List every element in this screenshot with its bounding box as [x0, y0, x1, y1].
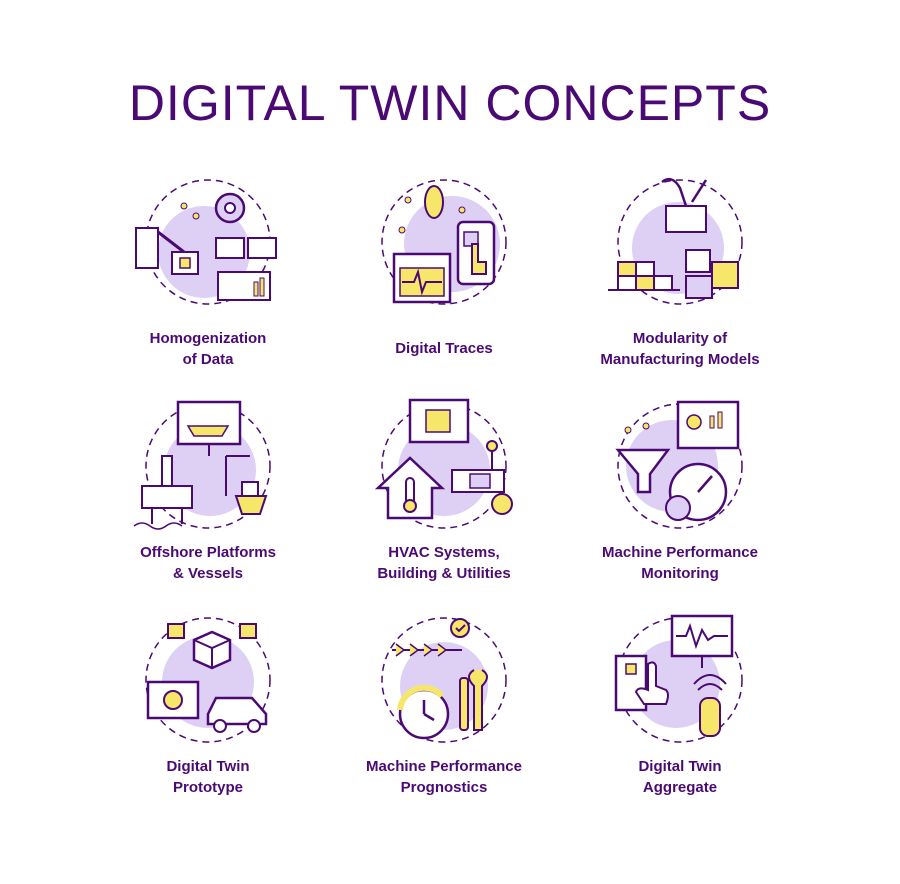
- concept-label-line1: Modularity of: [632, 330, 728, 347]
- concept-label-prototype: Digital Twin Prototype: [78, 756, 338, 798]
- concept-label-line1: Machine Performance: [602, 544, 758, 561]
- puzzle-blocks-icon: [608, 172, 750, 312]
- concept-label-line2: Aggregate: [642, 779, 718, 796]
- concept-label-line1: Machine Performance: [366, 758, 522, 775]
- concept-label-line2: Prognostics: [400, 779, 488, 796]
- concept-label-line2: Monitoring: [641, 565, 719, 582]
- concept-label-aggregate: Digital Twin Aggregate: [550, 756, 810, 798]
- house-thermometer-icon: [374, 396, 514, 536]
- concept-label-monitoring: Machine Performance Monitoring: [550, 542, 810, 584]
- ship-platform-icon: [133, 396, 278, 536]
- footprint-phone-icon: [374, 172, 514, 312]
- concept-label-line1: HVAC Systems,: [388, 544, 500, 561]
- touch-sensor-car-icon: [610, 610, 750, 750]
- concept-label-line1: Digital Twin: [638, 758, 722, 775]
- concept-label-line1: Digital Twin: [166, 758, 250, 775]
- page-title: DIGITAL TWIN CONCEPTS: [128, 75, 772, 131]
- concept-label-line2: Manufacturing Models: [600, 351, 760, 368]
- concept-label-line1: Homogenization: [149, 330, 267, 347]
- concept-label-prognostics: Machine Performance Prognostics: [314, 756, 574, 798]
- concept-label-offshore: Offshore Platforms & Vessels: [78, 542, 338, 584]
- concept-label-digital-traces: Digital Traces: [314, 338, 574, 359]
- concept-label-line1: Digital Traces: [395, 340, 493, 357]
- concept-label-line2: & Vessels: [172, 565, 244, 582]
- funnel-gauge-icon: [610, 396, 750, 536]
- concept-label-line2: Prototype: [172, 779, 243, 796]
- cube-car-icon: [138, 610, 278, 750]
- concept-label-line1: Offshore Platforms: [140, 544, 276, 561]
- concept-label-modularity: Modularity of Manufacturing Models: [550, 328, 810, 370]
- concept-label-homogenization: Homogenization of Data: [78, 328, 338, 370]
- concept-label-line2: of Data: [182, 351, 234, 368]
- concept-label-hvac: HVAC Systems, Building & Utilities: [314, 542, 574, 584]
- clock-tools-icon: [374, 610, 514, 750]
- concept-label-line2: Building & Utilities: [377, 565, 511, 582]
- data-network-icon: [135, 172, 278, 312]
